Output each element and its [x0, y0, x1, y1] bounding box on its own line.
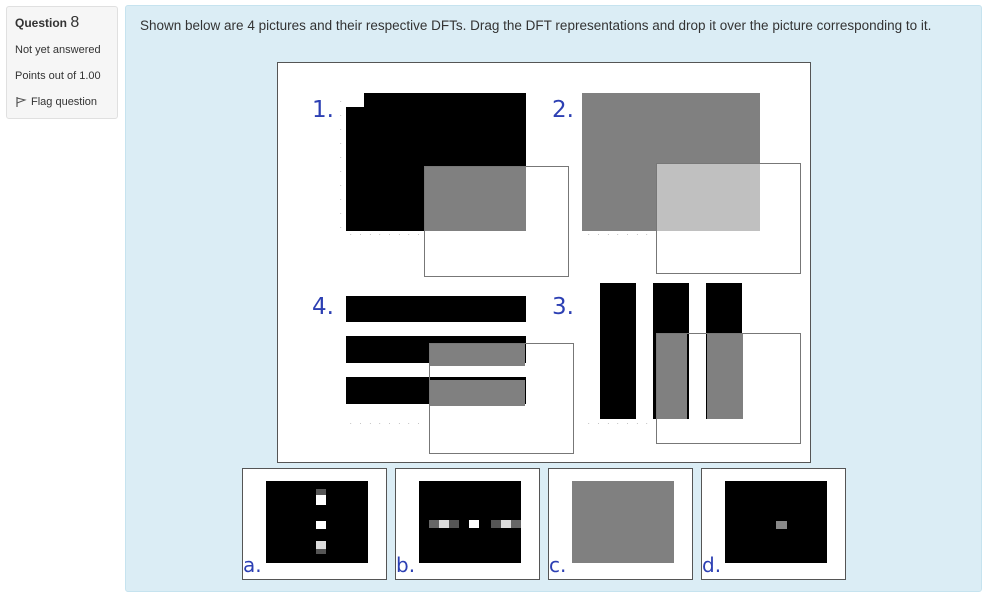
question-content: Shown below are 4 pictures and their res… — [125, 5, 982, 592]
drag-choice-label-d: d. — [702, 553, 722, 577]
picture-label-3: 3. — [552, 294, 574, 320]
flag-icon — [16, 97, 27, 107]
flag-question-label: Flag question — [31, 96, 98, 108]
flag-question-link[interactable]: Flag question — [15, 96, 117, 108]
dft-image-c — [572, 481, 674, 563]
drop-zone-4[interactable] — [429, 343, 574, 454]
question-number-value: 8 — [70, 14, 80, 31]
picture-label-2: 2. — [552, 97, 574, 123]
picture-4-xticks: ········ — [350, 421, 428, 427]
question-label: Question — [15, 16, 68, 30]
drag-choice-label-b: b. — [396, 553, 416, 577]
picture-3-xticks: ········ — [588, 421, 666, 427]
question-state: Not yet answered — [15, 44, 101, 56]
drag-choice-label-a: a. — [243, 553, 262, 577]
dft-image-d — [725, 481, 827, 563]
drop-zone-2[interactable] — [656, 163, 801, 274]
picture-1-yticks: · · · · · · · · · · — [340, 99, 342, 231]
drag-choice-c[interactable]: c. — [548, 468, 693, 580]
question-info-panel: Question 8 Not yet answered Points out o… — [6, 6, 118, 119]
question-text: Shown below are 4 pictures and their res… — [140, 18, 932, 33]
picture-label-1: 1. — [312, 97, 334, 123]
dft-image-a — [266, 481, 368, 563]
drag-choice-a[interactable]: a. — [242, 468, 387, 580]
drop-zone-1[interactable] — [424, 166, 569, 277]
drag-choice-b[interactable]: b. — [395, 468, 540, 580]
dft-image-b — [419, 481, 521, 563]
picture-2-xticks: ········ — [588, 232, 666, 238]
drop-background-image: 1. · · · · · · · · · · ········ 2. ·····… — [277, 62, 811, 463]
question-grade: Points out of 1.00 — [15, 70, 101, 82]
picture-label-4: 4. — [312, 294, 334, 320]
drag-choice-label-c: c. — [549, 553, 567, 577]
picture-1-xticks: ········ — [350, 232, 428, 238]
drop-zone-3[interactable] — [656, 333, 801, 444]
question-number: Question 8 — [15, 14, 117, 32]
drag-choice-d[interactable]: d. — [701, 468, 846, 580]
